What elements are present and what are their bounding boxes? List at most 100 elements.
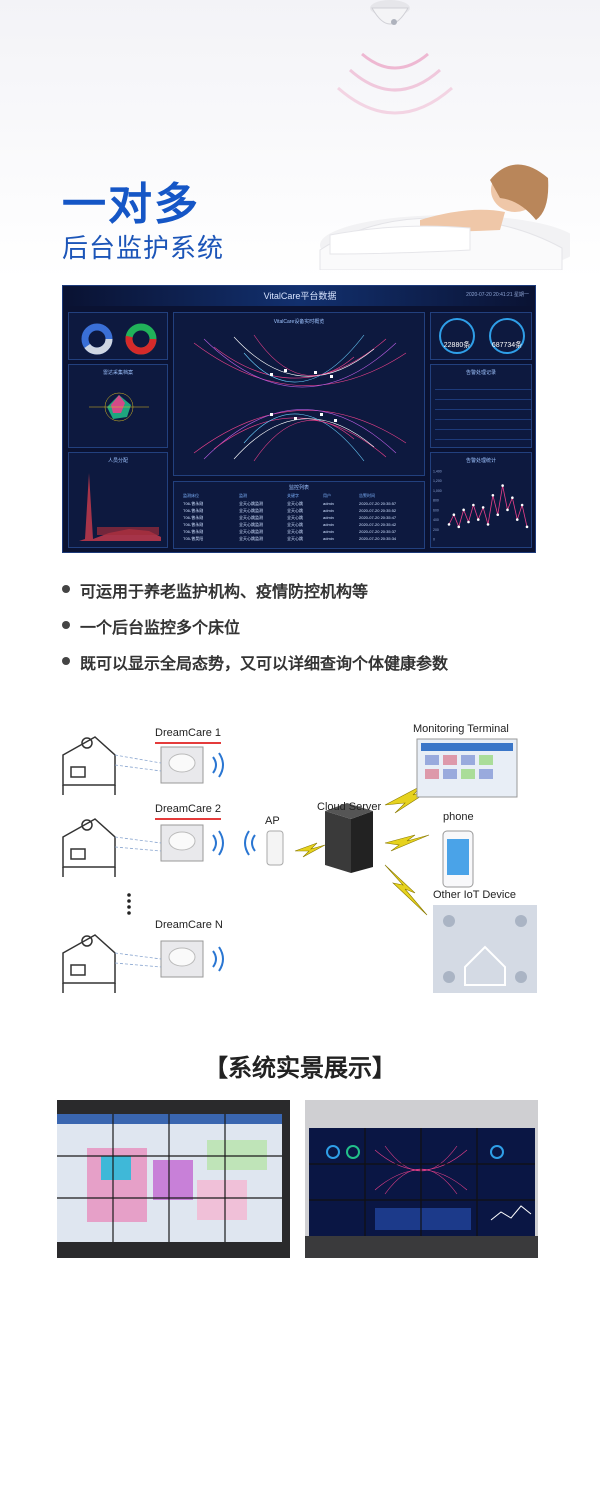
y-tick-label: 0 (433, 538, 435, 542)
alarm-row (435, 412, 531, 420)
signal-wave-icon (337, 52, 453, 115)
alarm-row (435, 402, 531, 410)
device-label-1: DreamCare 1 (155, 727, 222, 739)
alarm-row (435, 432, 531, 440)
table-cell: 全天心跳监测 (239, 522, 263, 527)
data-point (491, 493, 495, 497)
table-cell: 全天心跳监测 (239, 501, 263, 506)
dashboard-header (63, 286, 535, 306)
y-tick-label: 400 (433, 518, 439, 522)
network-diagram-graphic (62, 736, 537, 993)
table-cell: T06-曾永刚 (183, 522, 204, 527)
table-cell: 2020-07-20 20:35:52 (359, 508, 397, 513)
table-cell: admin (323, 515, 334, 520)
y-tick-label: 600 (433, 508, 439, 512)
left-panel-radar: 雷达采集档案 (68, 364, 168, 448)
table-cell: 全天心跳监测 (239, 508, 263, 513)
dashboard-title: VitalCare平台数据 (263, 291, 337, 301)
bed-icon (62, 736, 116, 795)
table-row: T06-曾永刚 全天心跳监测 全天心跳 admin 2020-07-20 20:… (179, 508, 419, 514)
table-cell: 全天心跳 (287, 529, 303, 534)
radar-panel-label: 雷达采集档案 (102, 370, 133, 376)
table-cell: 全天心跳监测 (239, 536, 263, 541)
table-cell: 2020-07-20 20:35:42 (359, 522, 397, 527)
table-row: T06-曾永刚 全天心跳监测 全天心跳 admin 2020-07-20 20:… (179, 529, 419, 535)
table-header: 用户 (323, 493, 331, 498)
hero-banner: 一对多 后台监护系统 (0, 0, 600, 280)
table-cell: 2020-07-20 20:35:57 (359, 501, 397, 506)
staff-area-chart (79, 473, 161, 541)
monitor-table: 监测床位 监测 关键字 用户 告警时间 T06-曾永刚 全天心跳监测 全天心跳 … (179, 481, 419, 543)
sleeping-person-image (319, 164, 570, 270)
alarm-line-chart: 1,400 1,200 1,000 800 600 400 200 0 (433, 470, 529, 542)
table-cell: admin (323, 501, 334, 506)
table-row: T05-曾昊阳 全天心跳监测 全天心跳 admin 2020-07-20 20:… (179, 536, 419, 542)
video-wall-photo-1 (57, 1100, 290, 1258)
alarm-panel-label: 告警处理记录 (465, 370, 496, 376)
data-point (472, 503, 475, 507)
table-cell: T06-曾永刚 (183, 508, 204, 513)
donut-charts (81, 323, 157, 355)
data-point (452, 513, 456, 517)
data-point (511, 496, 514, 500)
bed-icon (62, 818, 116, 877)
phone-icon (442, 830, 474, 888)
device-label-n: DreamCare N (155, 919, 223, 931)
y-tick-label: 800 (433, 499, 439, 503)
radar-sensor-icon (370, 0, 410, 25)
table-cell: admin (323, 529, 334, 534)
device-label-2: DreamCare 2 (155, 803, 222, 815)
data-point (462, 508, 465, 512)
server-icon (325, 803, 373, 873)
table-cell: 2020-07-20 20:35:47 (359, 515, 397, 520)
y-tick-label: 1,200 (433, 479, 442, 483)
table-header: 监测床位 (183, 493, 199, 498)
table-cell: 全天心跳 (287, 515, 303, 520)
y-tick-label: 1,000 (433, 489, 442, 493)
list-item: 既可以显示全局态势，又可以详细查询个体健康参数 (62, 650, 562, 674)
data-point (476, 518, 480, 521)
list-item-text: 既可以显示全局态势，又可以详细查询个体健康参数 (80, 654, 449, 673)
table-cell: 全天心跳 (287, 508, 303, 513)
video-wall-graphic (305, 1100, 538, 1258)
network-diagram: DreamCare 1 DreamCare 2 DreamCare N AP C… (55, 715, 545, 1000)
label-underline (155, 818, 221, 820)
data-point (486, 523, 490, 526)
list-item-text: 可运用于养老监护机构、疫情防控机构等 (80, 582, 369, 601)
center-panel-label: VitalCare设备实时概览 (273, 319, 325, 325)
table-cell: T05-曾昊阳 (183, 536, 204, 541)
staff-panel-label: 人员分配 (107, 458, 128, 464)
data-point (501, 484, 504, 487)
data-point (467, 520, 470, 524)
center-panel: VitalCare设备实时概览 (173, 312, 425, 476)
bed-icon (62, 934, 116, 993)
ap-label: AP (265, 815, 280, 827)
table-cell: 全天心跳 (287, 536, 303, 541)
y-tick-label: 200 (433, 528, 439, 532)
alarm-row (435, 392, 531, 400)
data-point (457, 525, 461, 529)
access-point-icon (266, 830, 284, 866)
phone-label: phone (443, 811, 474, 823)
dashboard-time: 2020-07-20 20:41:21 星期一 (466, 292, 529, 298)
list-item: 一个后台监控多个床位 (62, 614, 562, 638)
list-item: 可运用于养老监护机构、疫情防控机构等 (62, 578, 562, 602)
monitor-table-label: 监控列表 (288, 485, 309, 491)
alarm-stats-label: 告警处理统计 (465, 458, 496, 464)
hero-subtitle: 后台监护系统 (62, 234, 225, 264)
series-line (448, 485, 528, 529)
data-point (447, 523, 451, 526)
stat-value-1: 22880条 (443, 342, 471, 349)
monitoring-terminal-label: Monitoring Terminal (413, 723, 509, 735)
server-label: Cloud Server (317, 801, 382, 813)
table-cell: 全天心跳 (287, 522, 303, 527)
y-tick-label: 1,400 (433, 470, 442, 474)
section-title: 【系统实景展示】 (204, 1054, 396, 1082)
table-header-row: 监测床位 监测 关键字 用户 告警时间 (179, 493, 419, 499)
label-underline (155, 742, 221, 744)
stat-circle-2 (489, 318, 525, 354)
table-cell: 全天心跳 (287, 501, 303, 506)
table-cell: T06-曾永刚 (183, 529, 204, 534)
left-panel-donuts (68, 312, 168, 360)
table-row: T06-曾永刚 全天心跳监测 全天心跳 admin 2020-07-20 20:… (179, 515, 419, 521)
